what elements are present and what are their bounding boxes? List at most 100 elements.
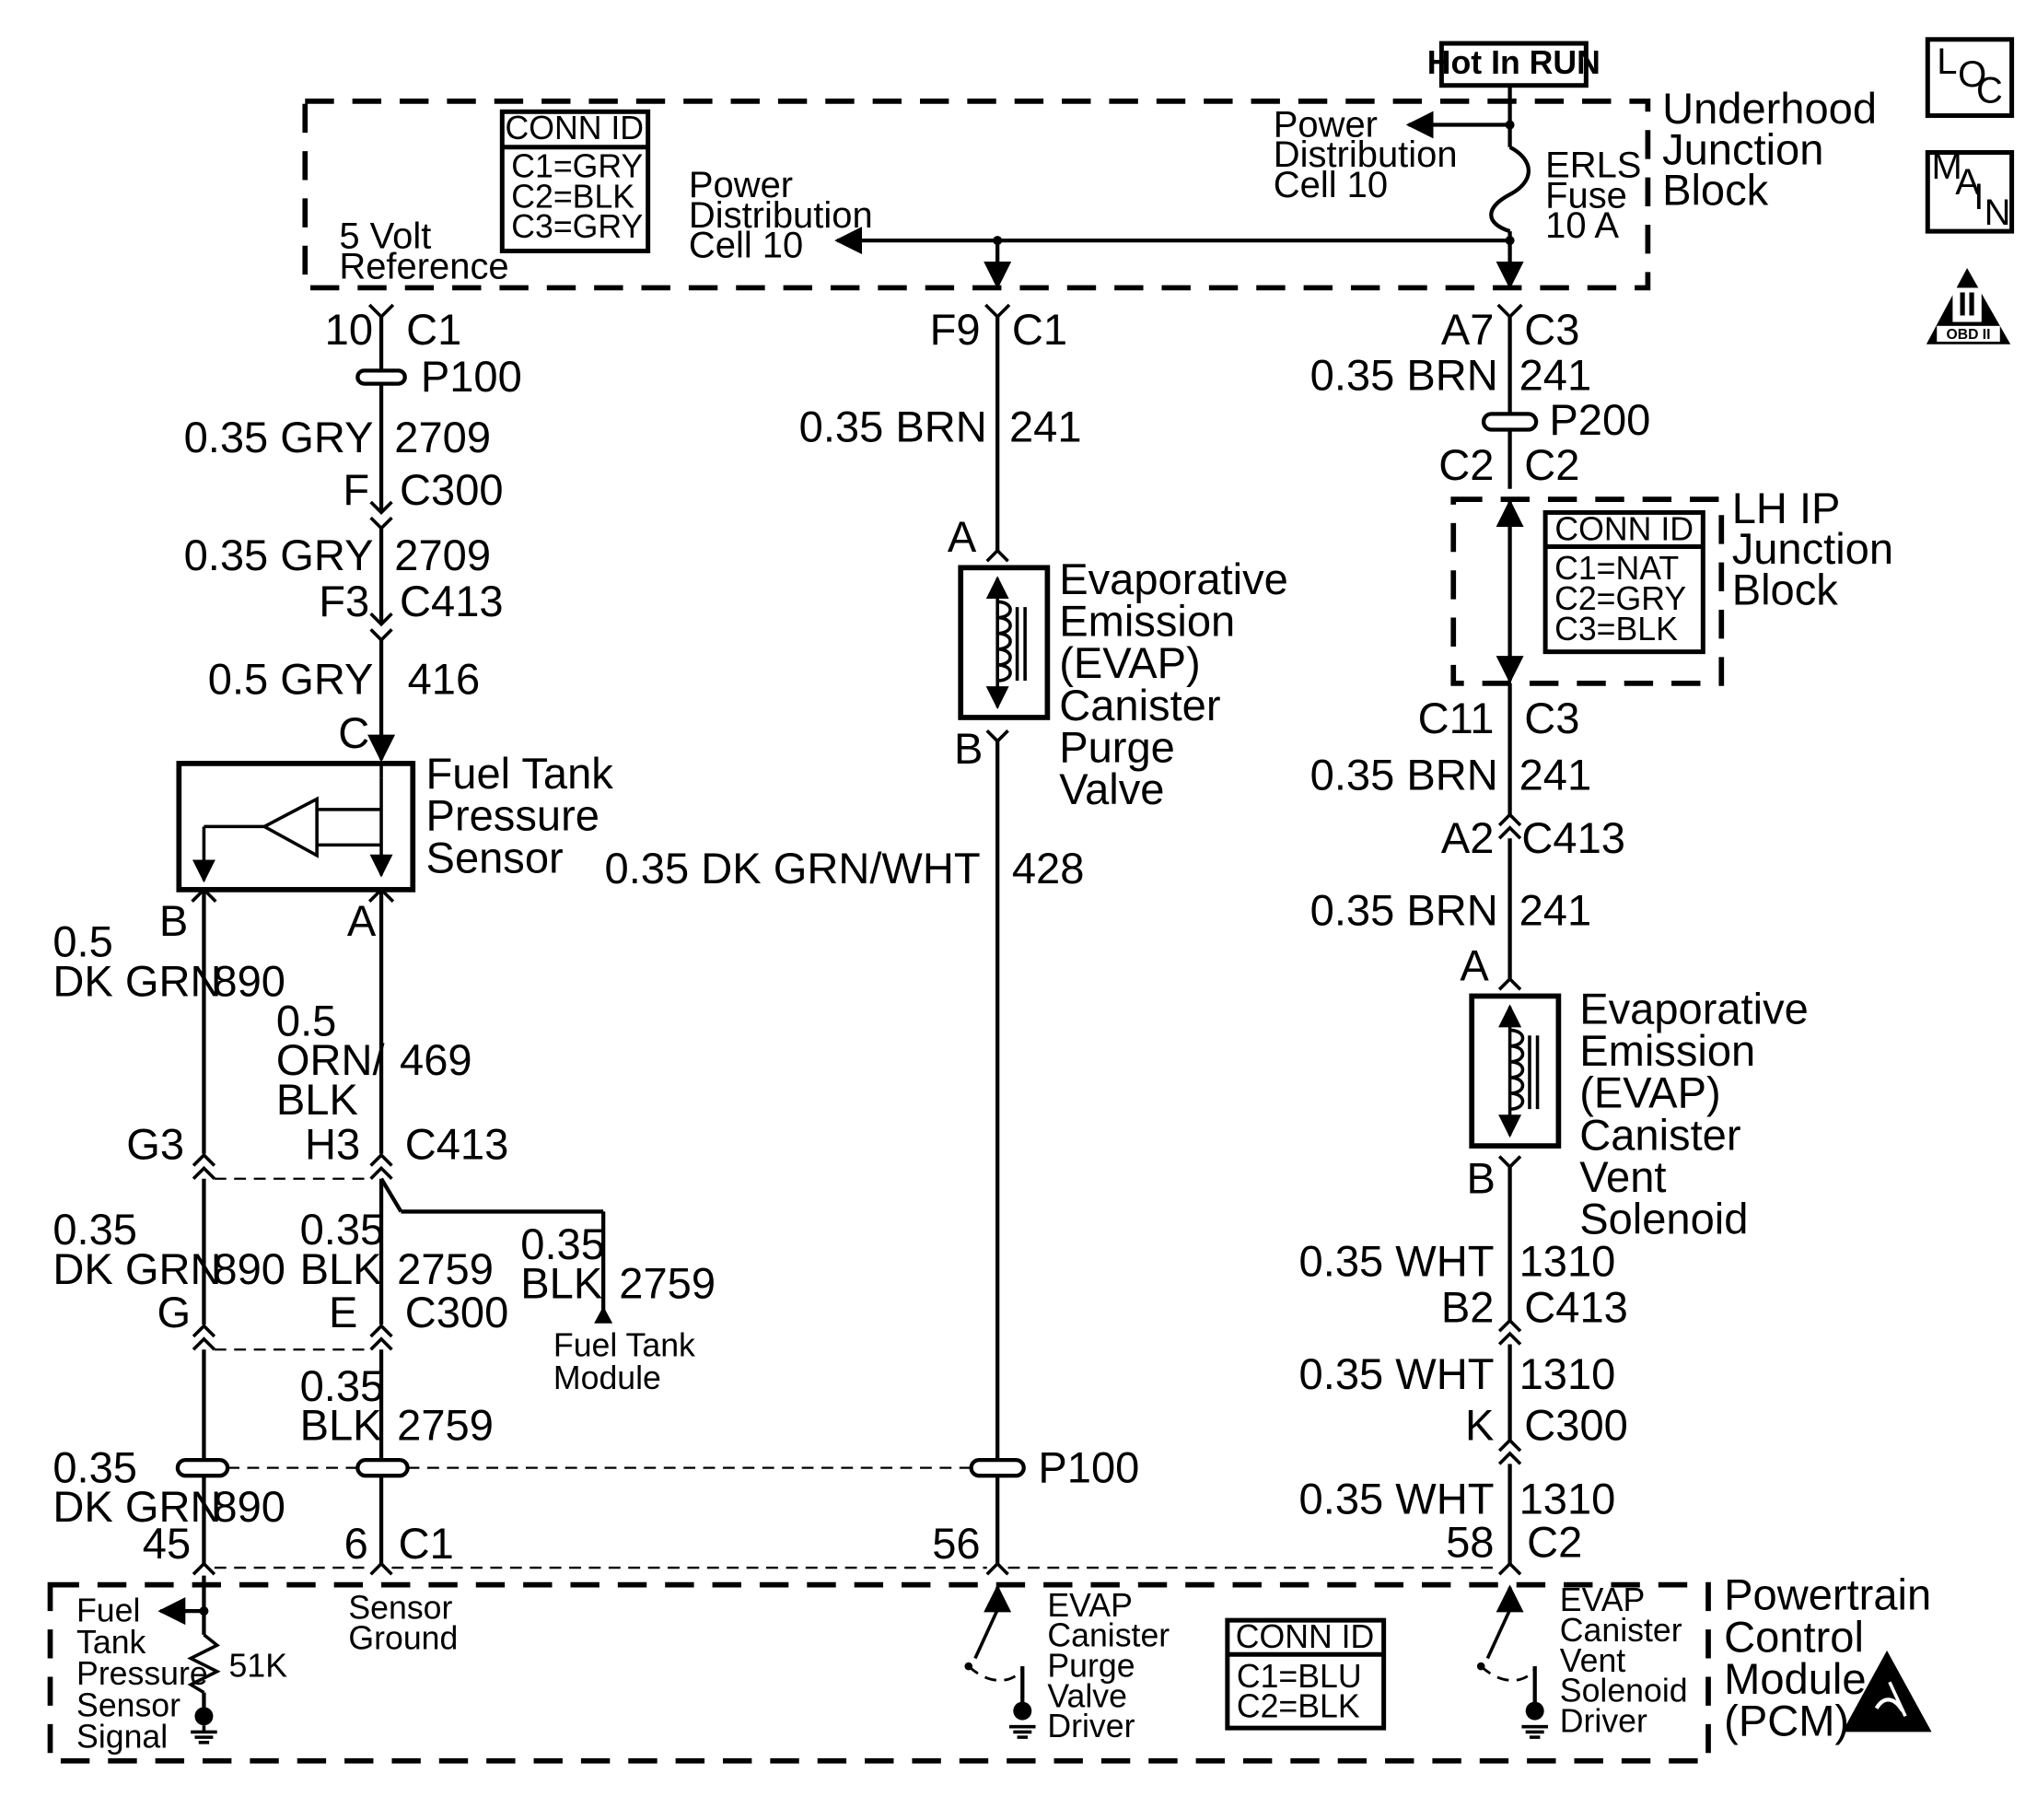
wire-circuit: 2759 xyxy=(397,1244,494,1293)
wire-size: DK GRN xyxy=(52,1482,221,1531)
wire-circuit: 241 xyxy=(1519,750,1592,799)
evap-vent-solenoid xyxy=(1469,993,1562,1149)
wire-size: 0.35 BRN xyxy=(1310,885,1498,934)
ftps-signal-label: Pressure xyxy=(76,1655,208,1692)
connector-id: C300 xyxy=(1524,1401,1628,1450)
main-icon: M A I N xyxy=(1925,146,2015,234)
svg-text:L: L xyxy=(1937,41,1957,82)
purge-driver-label: Purge xyxy=(1047,1647,1135,1684)
lh-ip-title: Junction xyxy=(1732,524,1893,573)
wire-size: 0.35 BRN xyxy=(1310,750,1498,799)
fuel-tank-module-label: Fuel Tank xyxy=(553,1326,695,1363)
connector-pin: B2 xyxy=(1441,1282,1495,1331)
wire-size: 0.35 xyxy=(52,1205,137,1254)
sensor-pin: B xyxy=(159,896,188,945)
connector-pin: 56 xyxy=(932,1519,980,1568)
wire-circuit: 428 xyxy=(1012,844,1085,892)
component-name: Fuel Tank xyxy=(426,749,614,798)
connector-pin: A7 xyxy=(1441,305,1495,354)
connector-pin: E xyxy=(329,1288,357,1336)
connector-pin: H3 xyxy=(305,1119,360,1168)
erls-fuse: ERLS Fuse 10 A Power Distribution Cell 1… xyxy=(339,87,1641,290)
pcm-block: Powertrain Control Module (PCM) CONN ID … xyxy=(47,1570,1932,1764)
fuel-tank-module-label: Module xyxy=(553,1359,661,1396)
vent-driver-label: Vent xyxy=(1560,1642,1625,1679)
wire-circuit: 2759 xyxy=(397,1401,494,1450)
component-name: Valve xyxy=(1059,764,1164,813)
connector-id: C413 xyxy=(1521,813,1625,862)
connector-id: C1 xyxy=(399,1519,454,1568)
middle-circuit xyxy=(958,303,1051,1576)
wire-size: DK GRN xyxy=(52,1244,221,1293)
wire-size: 0.35 xyxy=(300,1205,385,1254)
connector-id: C300 xyxy=(400,465,504,514)
underhood-title: Block xyxy=(1662,166,1769,215)
connector-id: C1 xyxy=(1012,305,1067,354)
component-name: Canister xyxy=(1579,1110,1740,1159)
connector-pin: 45 xyxy=(143,1519,191,1568)
wire-size: BLK xyxy=(276,1075,358,1124)
wire-circuit: 890 xyxy=(213,1482,285,1531)
left-circuit xyxy=(175,303,1500,1576)
component-name: (EVAP) xyxy=(1059,638,1200,687)
wire-size: BLK xyxy=(300,1401,382,1450)
five-volt-label: 5 Volt xyxy=(339,216,431,257)
lh-ip-conn-row: C1=NAT xyxy=(1554,550,1679,587)
component-name: Pressure xyxy=(426,791,599,840)
wire-size: 0.35 WHT xyxy=(1299,1236,1495,1285)
wire-size: 0.35 WHT xyxy=(1299,1475,1495,1523)
ftps-signal-label: Fuel xyxy=(76,1592,140,1629)
wire-size: DK GRN xyxy=(52,956,221,1005)
component-name: Emission xyxy=(1059,597,1235,646)
purge-driver-label: EVAP xyxy=(1047,1587,1132,1624)
connector-id: C2 xyxy=(1527,1518,1582,1567)
wire-size: BLK xyxy=(520,1259,602,1308)
connector-id: C413 xyxy=(405,1119,509,1168)
underhood-title: Junction xyxy=(1662,124,1823,173)
connector-pin: F3 xyxy=(319,577,369,625)
svg-text:II: II xyxy=(1958,286,1976,322)
ftps-signal-label: Sensor xyxy=(76,1686,180,1723)
wire-circuit: 241 xyxy=(1519,885,1592,934)
power-dist-left: Distribution xyxy=(689,195,873,236)
purge-driver-label: Driver xyxy=(1047,1708,1135,1744)
power-dist-left: Power xyxy=(689,165,793,205)
component-name: (EVAP) xyxy=(1579,1068,1720,1117)
hot-in-run-source: Hot In RUN xyxy=(1427,41,1600,88)
wire-size: 0.35 BRN xyxy=(1310,351,1498,400)
vent-driver-label: Driver xyxy=(1560,1702,1647,1739)
obd-ii-icon: II OBD II xyxy=(1926,268,2011,344)
svg-text:O: O xyxy=(1958,54,1986,95)
wire-circuit: 1310 xyxy=(1519,1475,1616,1523)
wire-circuit: 469 xyxy=(400,1035,472,1084)
wire-circuit: 2759 xyxy=(619,1259,716,1308)
connector-id: C2 xyxy=(1524,440,1579,489)
left-labels: 10 C1 P100 0.35 GRY 2709 F C300 0.35 GRY… xyxy=(52,305,716,1568)
svg-text:C: C xyxy=(1976,70,2003,111)
lh-ip-conn-row: C2=GRY xyxy=(1554,580,1686,617)
connector-pin: A2 xyxy=(1441,813,1495,862)
svg-text:M: M xyxy=(1932,146,1962,187)
ftps-signal-label: Signal xyxy=(76,1719,168,1756)
right-circuit xyxy=(1450,303,1725,1576)
five-volt-label: Reference xyxy=(339,246,508,286)
wire-circuit: 2709 xyxy=(394,413,491,461)
vent-driver-label: Canister xyxy=(1560,1612,1682,1649)
component-name: Purge xyxy=(1059,722,1175,771)
purge-driver-label: Valve xyxy=(1047,1677,1127,1714)
hot-in-run-label: Hot In RUN xyxy=(1427,44,1600,81)
component-pin: B xyxy=(954,724,983,773)
wire-circuit: 241 xyxy=(1519,351,1592,400)
splice-id: P100 xyxy=(1038,1442,1139,1491)
wire-circuit: 1310 xyxy=(1519,1349,1616,1398)
wire-size: ORN/ xyxy=(276,1035,386,1084)
connector-pin: 10 xyxy=(325,305,373,354)
component-pin: B xyxy=(1466,1153,1495,1202)
component-name: Canister xyxy=(1059,681,1220,729)
splice-id: P100 xyxy=(421,352,522,401)
component-name: Solenoid xyxy=(1579,1195,1748,1243)
sensor-ground-label: Ground xyxy=(348,1620,458,1657)
component-name: Evaporative xyxy=(1059,554,1288,603)
connector-id: C413 xyxy=(1524,1282,1628,1331)
